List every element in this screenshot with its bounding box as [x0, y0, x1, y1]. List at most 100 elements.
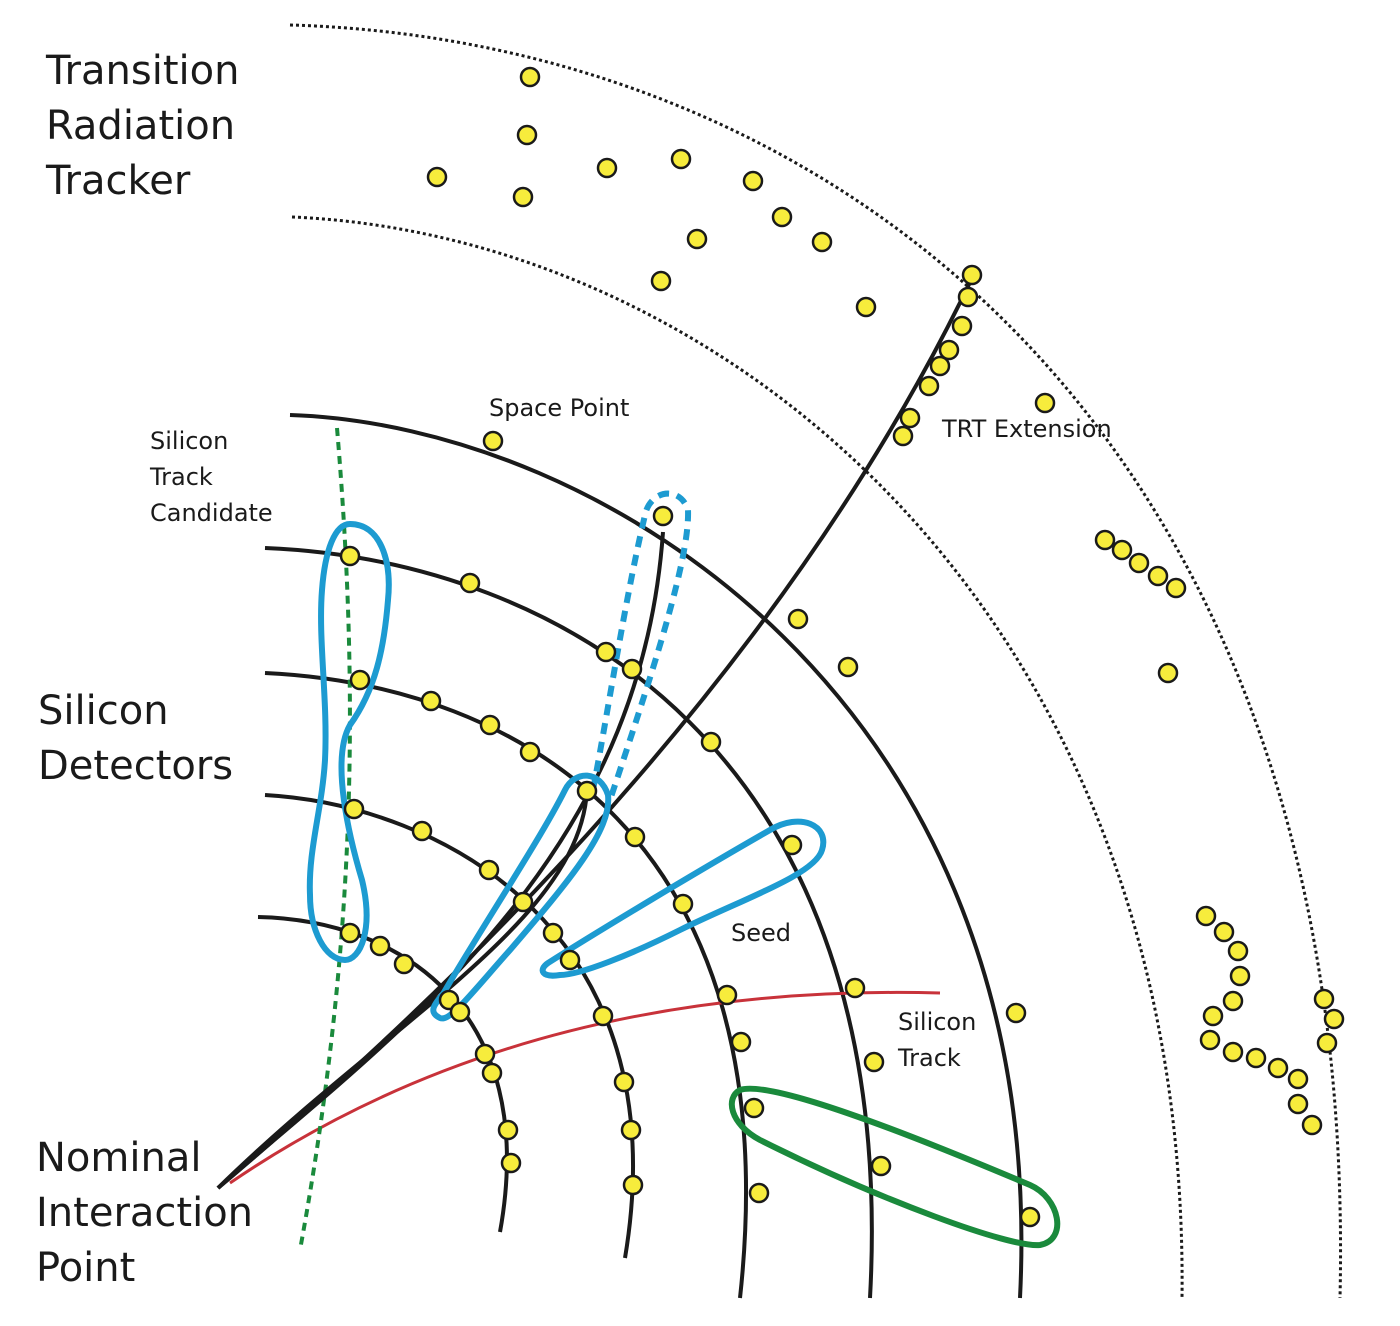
hit-marker — [1267, 1057, 1289, 1079]
hit-marker — [369, 935, 391, 957]
hit-marker — [624, 826, 646, 848]
label-space-point: Space Point — [489, 394, 629, 422]
hit-marker — [497, 1119, 519, 1141]
label-track-candidate-line-2: Track — [149, 463, 213, 491]
hit-marker — [929, 355, 951, 377]
hit-marker — [686, 228, 708, 250]
label-trt-line-3: Tracker — [45, 158, 191, 204]
hit-marker — [951, 315, 973, 337]
label-track-candidate-line-1: Silicon — [150, 427, 228, 455]
track-candidate-outline — [306, 520, 392, 964]
track-seed-upper — [216, 531, 665, 1190]
label-silicon-track-line-2: Track — [897, 1044, 961, 1072]
hit-marker — [730, 1031, 752, 1053]
hit-marker — [426, 166, 448, 188]
hit-marker — [1094, 529, 1116, 551]
hit-marker — [918, 375, 940, 397]
hit-marker — [863, 1051, 885, 1073]
hit-marker — [1287, 1068, 1309, 1090]
hits — [339, 66, 1345, 1228]
hit-marker — [811, 231, 833, 253]
label-trt: Transition Radiation Tracker — [45, 48, 239, 204]
label-trt-line-2: Radiation — [46, 103, 235, 149]
hit-marker — [512, 186, 534, 208]
hit-marker — [1222, 1041, 1244, 1063]
hit-marker — [1202, 1005, 1224, 1027]
seed-outlines — [306, 490, 827, 1022]
hit-marker — [1034, 392, 1056, 414]
hit-marker — [349, 669, 371, 691]
hit-marker — [339, 545, 361, 567]
hit-marker — [393, 953, 415, 975]
hit-marker — [781, 834, 803, 856]
hit-marker — [670, 148, 692, 170]
hit-marker — [449, 1001, 471, 1023]
hit-marker — [855, 296, 877, 318]
hit-marker — [672, 893, 694, 915]
hit-marker — [1316, 1032, 1338, 1054]
hit-marker — [716, 984, 738, 1006]
hit-marker — [1323, 1008, 1345, 1030]
hit-marker — [411, 820, 433, 842]
hit-marker — [700, 731, 722, 753]
silicon-layer-4 — [264, 546, 874, 1299]
hit-marker — [596, 157, 618, 179]
hit-marker — [1147, 565, 1169, 587]
hit-marker — [576, 780, 598, 802]
hit-marker — [479, 714, 501, 736]
hit-marker — [1301, 1114, 1323, 1136]
hit-marker — [420, 690, 442, 712]
label-track-candidate-line-3: Candidate — [150, 499, 273, 527]
label-interaction-point-line-2: Interaction — [36, 1190, 253, 1236]
silicon-track-line — [229, 990, 941, 1185]
hit-marker — [742, 170, 764, 192]
hit-marker — [837, 656, 859, 678]
hit-marker — [1165, 577, 1187, 599]
hit-marker — [1128, 552, 1150, 574]
hit-marker — [892, 425, 914, 447]
hit-marker — [870, 1155, 892, 1177]
hit-marker — [1227, 940, 1249, 962]
hit-marker — [652, 505, 674, 527]
label-silicon-detectors: Silicon Detectors — [38, 688, 233, 789]
silicon-track-seed-outline — [728, 1085, 1061, 1249]
seed-extension-dashed — [590, 490, 692, 801]
hit-marker — [938, 339, 960, 361]
trt-outer-boundary — [289, 23, 1343, 1299]
hit-marker — [1005, 1002, 1027, 1024]
hit-marker — [481, 1062, 503, 1084]
label-silicon-detectors-line-1: Silicon — [38, 688, 169, 734]
trt-inner-boundary — [291, 215, 1184, 1299]
silicon-layer-5 — [289, 413, 1024, 1299]
hit-marker — [1245, 1047, 1267, 1069]
hit-marker — [957, 286, 979, 308]
hit-marker — [595, 641, 617, 663]
trt-boundaries — [289, 23, 1343, 1299]
label-seed: Seed — [731, 919, 791, 947]
hit-marker — [1199, 1029, 1221, 1051]
label-silicon-track: Silicon Track — [897, 1008, 976, 1072]
label-trt-extension: TRT Extension — [941, 415, 1112, 443]
hit-marker — [500, 1152, 522, 1174]
silicon-layer-3 — [264, 671, 748, 1299]
hit-marker — [1229, 965, 1251, 987]
hit-marker — [622, 1174, 644, 1196]
hit-marker — [559, 949, 581, 971]
hit-marker — [474, 1043, 496, 1065]
hit-marker — [1222, 990, 1244, 1012]
hit-marker — [613, 1071, 635, 1093]
hit-marker — [1213, 921, 1235, 943]
hit-marker — [771, 206, 793, 228]
track-seed-mid — [216, 789, 589, 1190]
hit-marker — [787, 608, 809, 630]
hit-marker — [516, 124, 538, 146]
hit-marker — [899, 407, 921, 429]
hit-marker — [743, 1097, 765, 1119]
label-interaction-point-line-3: Point — [36, 1245, 135, 1291]
hit-marker — [542, 922, 564, 944]
silicon-layer-1 — [257, 915, 509, 1233]
hit-marker — [621, 658, 643, 680]
hit-marker — [961, 264, 983, 286]
hit-marker — [650, 270, 672, 292]
hit-marker — [343, 798, 365, 820]
